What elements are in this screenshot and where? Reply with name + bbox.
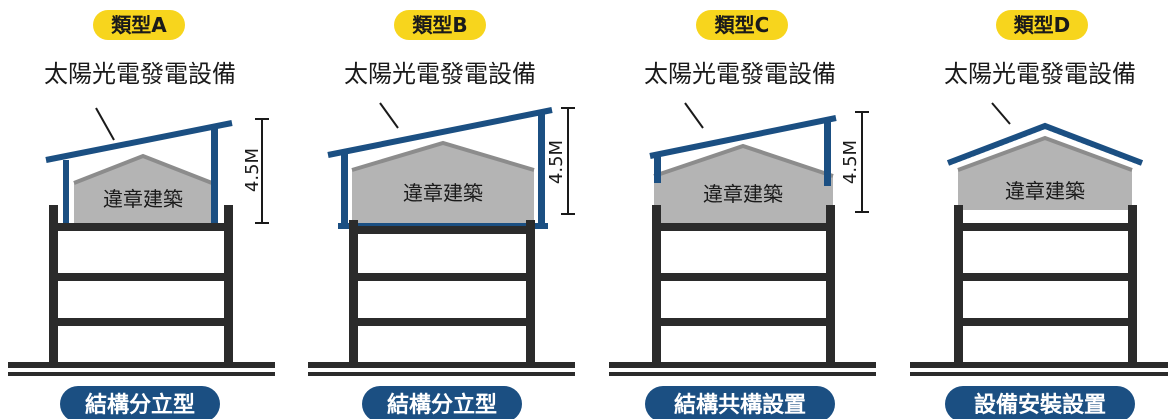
illegal-roof-ridge <box>73 153 213 185</box>
illegal-roof-ridge <box>653 143 834 178</box>
type-badge <box>394 10 486 40</box>
illegal-building-label: 違章建築 <box>103 187 183 211</box>
solar-label: 太陽光電發電設備 <box>944 60 1136 88</box>
ground-line-bottom <box>8 372 275 376</box>
building-floor-3 <box>652 318 835 326</box>
building-col-right <box>826 205 835 365</box>
building-floor-3 <box>349 318 535 326</box>
structure-label: 結構共構設置 <box>674 392 806 418</box>
building-col-left <box>349 220 358 365</box>
building-floor-3 <box>954 318 1137 326</box>
structure-label: 結構分立型 <box>387 392 497 418</box>
ground-line-bottom <box>910 372 1168 376</box>
illegal-building <box>654 146 833 223</box>
building-floor-1 <box>954 223 1137 231</box>
support-post-right <box>211 128 218 226</box>
panel-type-b: 類型B 太陽光電發電設備 違章建築 4.5M 結構分立型 <box>308 10 575 419</box>
type-label: 類型C <box>715 13 770 37</box>
panel-type-d: 類型D 太陽光電發電設備 違章建築 設備安裝設置 <box>910 10 1168 419</box>
solar-leader-line <box>379 102 399 129</box>
illegal-building <box>74 156 212 223</box>
support-post-left <box>341 152 348 228</box>
illegal-roof-ridge <box>957 135 1133 172</box>
solar-panel <box>649 115 837 159</box>
building-floor-1 <box>349 226 535 234</box>
ground-line-top <box>8 362 275 368</box>
ground-line-bottom <box>308 372 575 376</box>
solar-panel <box>327 107 553 158</box>
support-post-right <box>538 113 545 228</box>
solar-leader-line <box>684 102 704 129</box>
height-label: 4.5M <box>840 140 861 184</box>
solar-leader-line <box>991 102 1011 125</box>
structure-badge <box>362 386 522 419</box>
building-col-left <box>954 205 963 365</box>
building-col-right <box>1128 205 1137 365</box>
building-col-right <box>526 220 535 365</box>
solar-panel <box>946 122 1144 166</box>
type-label: 類型B <box>412 13 467 37</box>
solar-label: 太陽光電發電設備 <box>644 60 836 88</box>
solar-panel-highlight <box>649 121 837 161</box>
building-floor-2 <box>652 273 835 281</box>
structure-label: 結構分立型 <box>85 392 195 418</box>
solar-label: 太陽光電發電設備 <box>344 60 536 88</box>
type-badge <box>93 10 185 40</box>
solar-panel-highlight <box>327 113 553 160</box>
solar-label: 太陽光電發電設備 <box>44 60 236 88</box>
building-floor-2 <box>349 273 535 281</box>
building-col-left <box>652 205 661 365</box>
building-floor-2 <box>954 273 1137 281</box>
type-badge <box>696 10 788 40</box>
type-label: 類型A <box>111 13 167 37</box>
building-col-right <box>224 205 233 365</box>
type-badge <box>996 10 1088 40</box>
support-post-right <box>824 121 831 186</box>
solar-panel-highlight <box>45 126 233 165</box>
illegal-building-label: 違章建築 <box>403 181 483 205</box>
building-floor-1 <box>652 223 835 231</box>
solar-panel <box>45 120 233 163</box>
solar-leader-line <box>95 107 115 141</box>
structure-badge <box>60 386 220 419</box>
height-label: 4.5M <box>546 140 567 184</box>
type-label: 類型D <box>1014 13 1071 37</box>
ground-line-top <box>609 362 876 368</box>
panel-type-c: 類型C 太陽光電發電設備 違章建築 4.5M 結構共構設置 <box>609 10 876 419</box>
support-post-left <box>63 160 69 226</box>
illegal-building-label: 違章建築 <box>1005 179 1085 203</box>
structure-badge <box>945 386 1135 419</box>
illegal-roof-ridge <box>351 140 535 172</box>
ground-line-top <box>308 362 575 368</box>
structure-badge <box>645 386 835 419</box>
building-col-left <box>49 205 58 365</box>
building-floor-1 <box>49 223 233 231</box>
ground-line-bottom <box>609 372 876 376</box>
illegal-building <box>352 143 534 223</box>
building-floor-2 <box>49 273 233 281</box>
illegal-building-label: 違章建築 <box>703 182 783 206</box>
height-label: 4.5M <box>242 148 263 192</box>
structure-label: 設備安裝設置 <box>974 392 1106 418</box>
building-floor-3 <box>49 318 233 326</box>
ground-line-top <box>910 362 1168 368</box>
panel-type-a: 類型A 太陽光電發電設備 違章建築 4.5M 結構分立型 <box>8 10 275 419</box>
support-post-left <box>654 153 661 183</box>
